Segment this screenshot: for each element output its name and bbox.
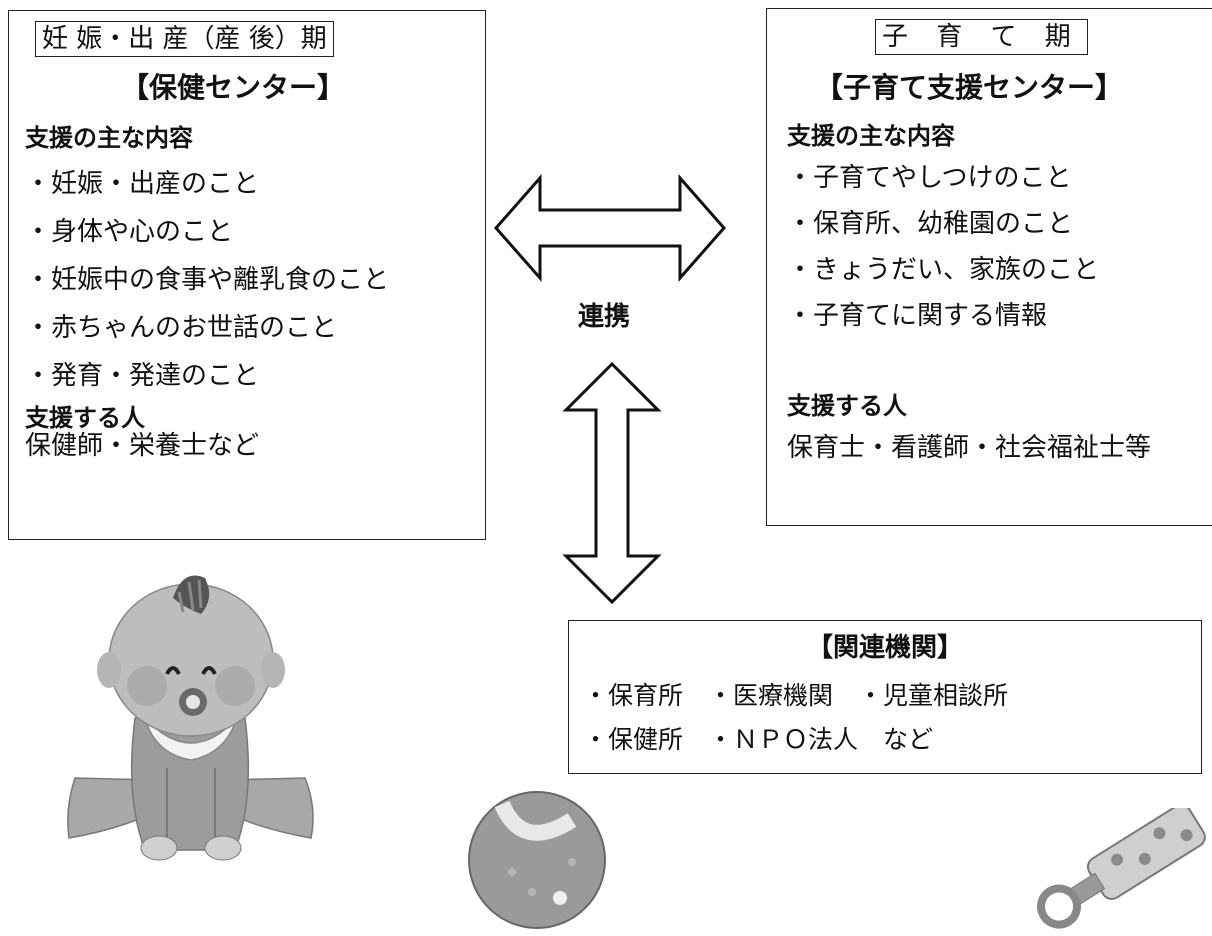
maternity-period-box: 妊 娠・出 産（産 後）期 【保健センター】 支援の主な内容 ・妊娠・出産のこと… [8, 10, 486, 540]
left-people: 保健師・栄養士など [25, 431, 260, 461]
vertical-double-arrow-icon [562, 362, 662, 604]
related-agencies-title: 【関連機関】 [806, 633, 963, 663]
right-item-3: ・きょうだい、家族のこと [787, 255, 1100, 285]
related-agencies-box: 【関連機関】 ・保育所 ・医療機関 ・児童相談所 ・保健所 ・ＮＰＯ法人 など [568, 620, 1202, 774]
maternity-period-label-wrap: 妊 娠・出 産（産 後）期 [35, 21, 334, 57]
right-item-2: ・保育所、幼稚園のこと [787, 209, 1074, 239]
maternity-period-label: 妊 娠・出 産（産 後）期 [35, 21, 334, 57]
right-item-4: ・子育てに関する情報 [787, 301, 1048, 331]
horizontal-double-arrow-icon [494, 174, 726, 282]
right-people-heading: 支援する人 [787, 392, 907, 420]
left-item-2: ・身体や心のこと [25, 217, 234, 247]
left-support-heading: 支援の主な内容 [25, 124, 193, 152]
left-people-heading: 支援する人 [25, 404, 145, 432]
right-support-heading: 支援の主な内容 [787, 122, 955, 150]
related-agencies-row-2: ・保健所 ・ＮＰＯ法人 など [583, 725, 934, 754]
right-item-1: ・子育てやしつけのこと [787, 163, 1072, 193]
related-agencies-row-1: ・保育所 ・医療機関 ・児童相談所 [583, 681, 1009, 710]
health-center-title: 【保健センター】 [121, 71, 346, 104]
baby-illustration [67, 575, 314, 861]
childrearing-period-label-wrap: 子 育 て 期 [875, 19, 1088, 55]
childrearing-period-box: 子 育 て 期 【子育て支援センター】 支援の主な内容 ・子育てやしつけのこと … [766, 8, 1212, 526]
left-item-4: ・赤ちゃんのお世話のこと [25, 313, 338, 343]
rattle-illustration [1037, 808, 1206, 929]
left-item-1: ・妊娠・出産のこと [25, 169, 260, 199]
bib-illustration [468, 791, 606, 929]
childcare-support-center-title: 【子育て支援センター】 [815, 71, 1124, 104]
childrearing-period-label: 子 育 て 期 [875, 19, 1088, 55]
right-people: 保育士・看護師・社会福祉士等 [787, 433, 1152, 463]
link-label: 連携 [578, 302, 631, 332]
left-item-3: ・妊娠中の食事や離乳食のこと [25, 265, 390, 295]
left-item-5: ・発育・発達のこと [25, 361, 260, 391]
